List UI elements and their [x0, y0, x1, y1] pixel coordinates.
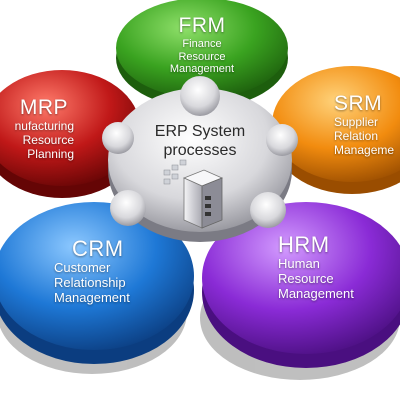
mrp-abbr: MRP [19, 96, 68, 119]
frm-line2: Resource [178, 50, 226, 63]
center-hub [102, 76, 298, 242]
mrp-line2: Resource [22, 132, 74, 147]
crm-line1: Customer [54, 260, 111, 276]
frm-segment [116, 0, 288, 108]
srm-line3: Manageme [334, 142, 395, 157]
frm-line1: Finance [182, 38, 222, 51]
mrp-line1: nufacturing [14, 119, 74, 134]
center-title-line1: ERP System [154, 123, 246, 140]
frm-abbr: FRM [178, 14, 226, 37]
hrm-label: HRM Human Resource Management [278, 232, 378, 302]
crm-label: CRM Customer Relationship Management [54, 236, 150, 306]
center-title: ERP System processes [146, 122, 254, 160]
hrm-line1: Human [278, 256, 320, 272]
hrm-abbr: HRM [278, 232, 330, 257]
crm-segment [0, 202, 194, 364]
crm-abbr: CRM [72, 236, 124, 261]
srm-segment [272, 66, 400, 194]
mrp-label: MRP nufacturing Resource Planning [0, 96, 74, 162]
server-icon [163, 159, 224, 229]
center-title-line2: processes [163, 142, 237, 160]
srm-label: SRM Supplier Relation Manageme [334, 92, 400, 158]
hrm-line3: Management [278, 286, 354, 302]
srm-line1: Supplier [334, 115, 379, 130]
srm-line2: Relation [334, 128, 379, 143]
crm-line3: Management [54, 290, 130, 306]
hrm-segment [202, 202, 400, 368]
crm-line2: Relationship [54, 275, 126, 291]
frm-line3: Management [169, 63, 235, 76]
hrm-line2: Resource [278, 271, 334, 287]
mrp-segment [0, 70, 140, 198]
frm-label: FRM Finance Resource Management [150, 14, 254, 76]
srm-abbr: SRM [334, 92, 383, 115]
mrp-line3: Planning [27, 146, 74, 161]
